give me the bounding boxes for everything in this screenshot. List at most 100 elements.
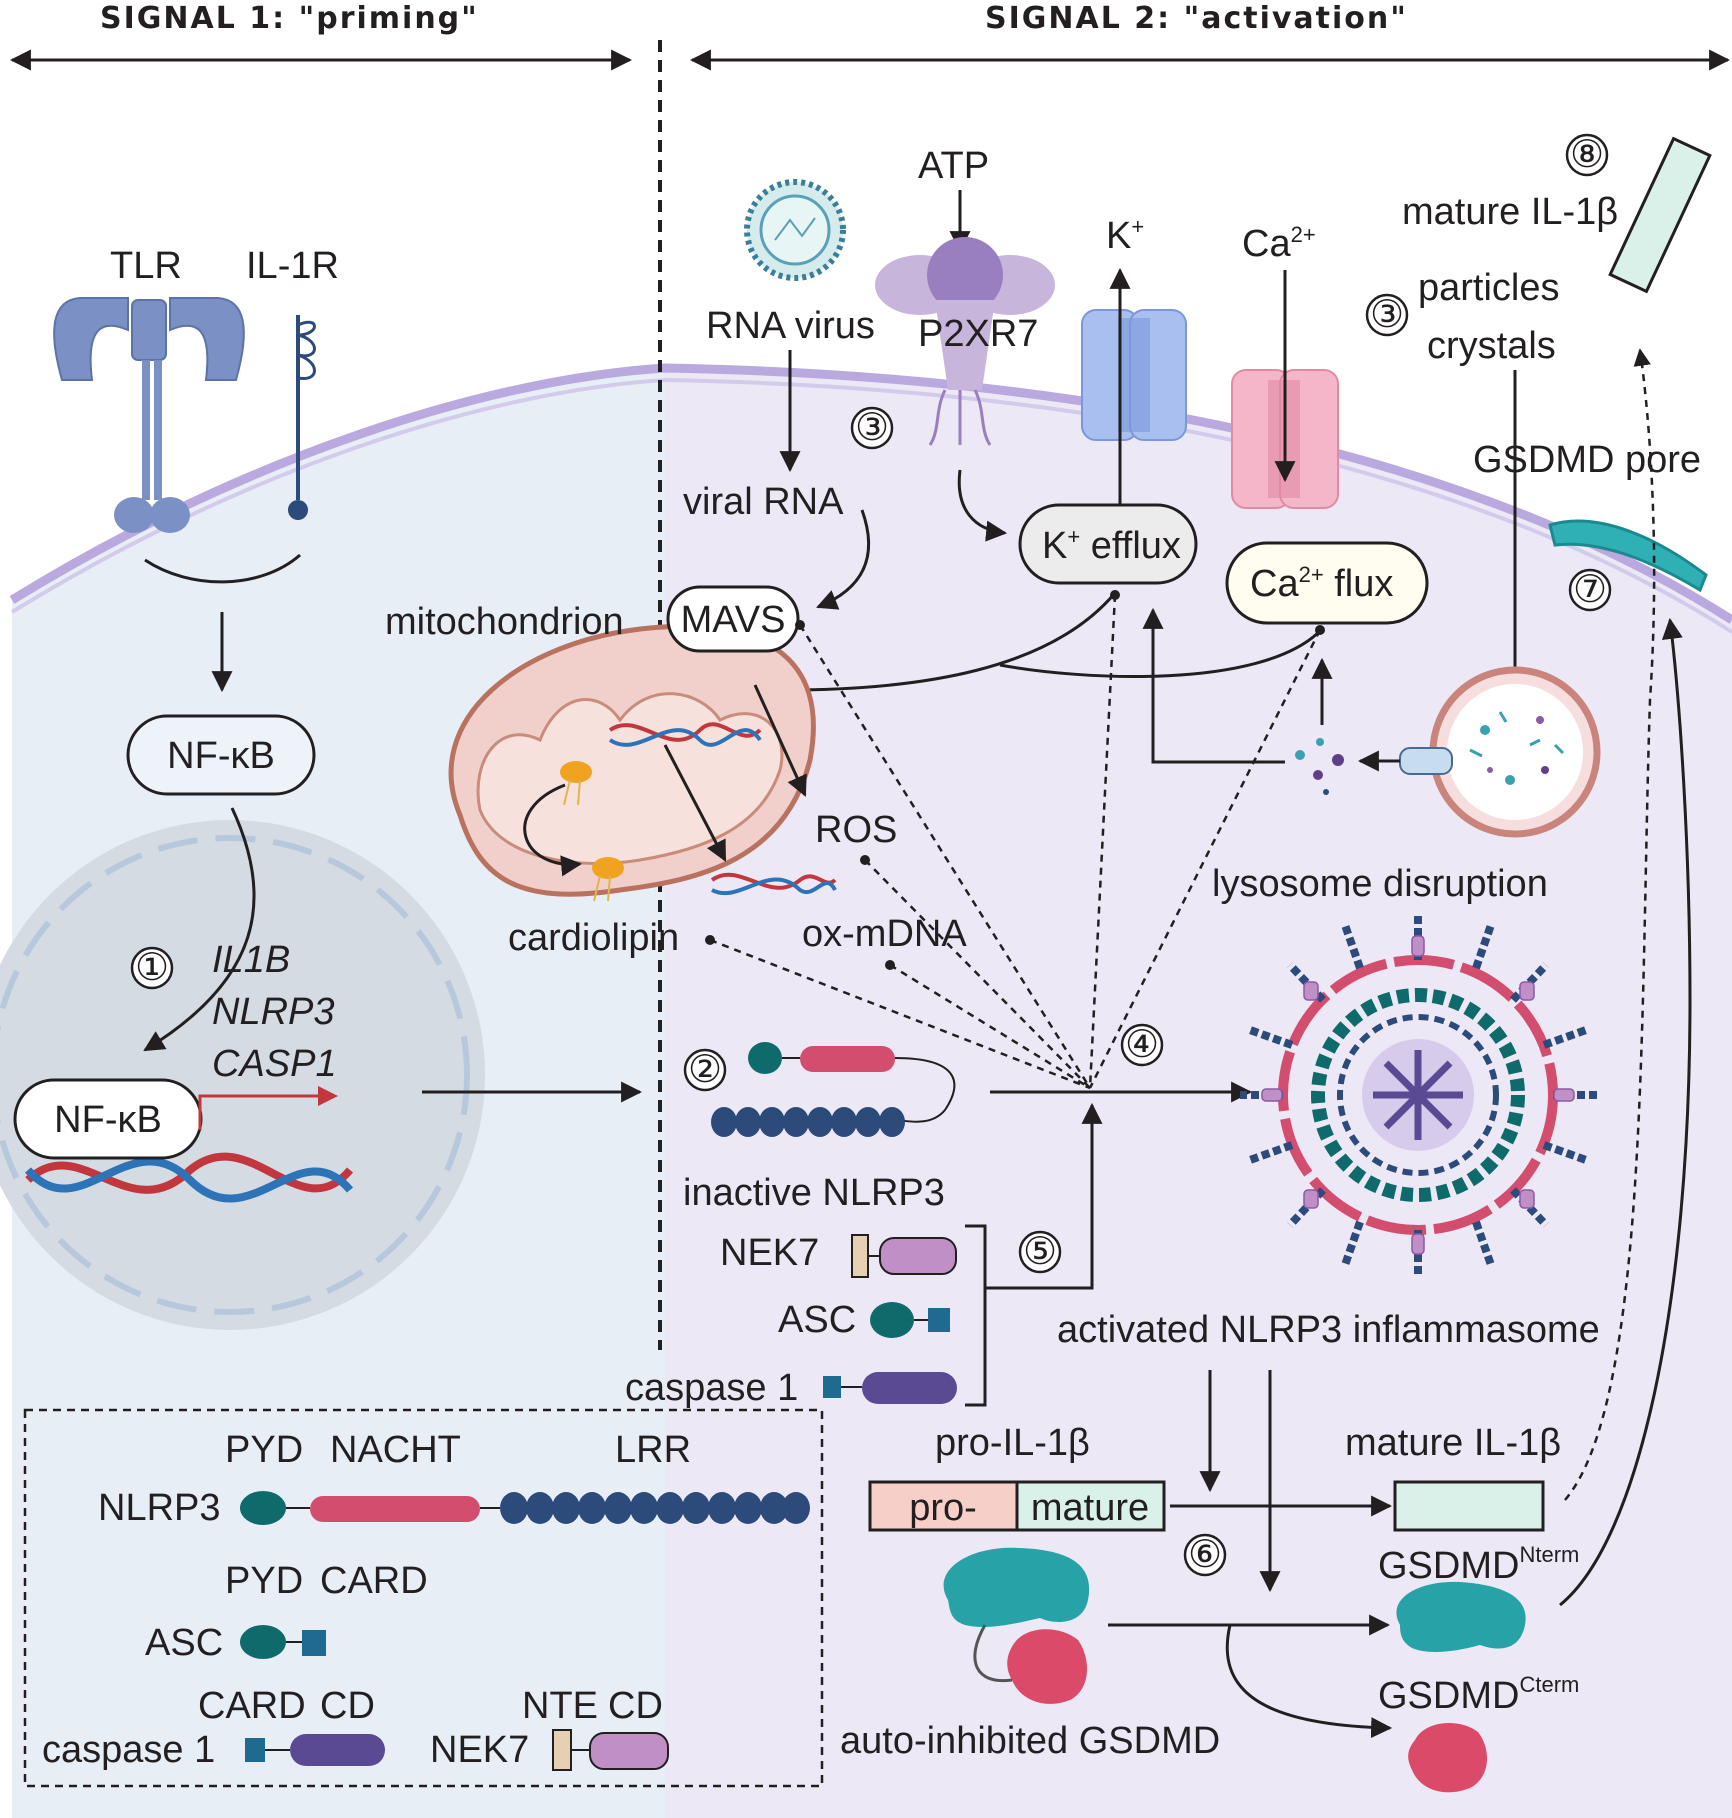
step3-virus-marker bbox=[850, 406, 894, 450]
nfkb-nucleus-label: NF-κB bbox=[54, 1099, 162, 1141]
rna-virus-label: RNA virus bbox=[706, 305, 875, 347]
step2-marker bbox=[683, 1048, 727, 1092]
pro-il1b-pro-segment bbox=[868, 1480, 1019, 1532]
pro-il1b-label: pro-IL-1β bbox=[935, 1422, 1090, 1464]
cell-membrane-inner bbox=[10, 377, 1732, 634]
legend-asc-pyd: PYD bbox=[225, 1560, 303, 1602]
gsdmd-autoinhibited-icon bbox=[943, 1547, 1090, 1704]
nek7-cd-domain bbox=[879, 1237, 957, 1275]
gsdmd-cterm-label: GSDMDCterm bbox=[1378, 1672, 1579, 1717]
signal2-title: SIGNAL 2: "activation" bbox=[985, 1, 1408, 36]
legend-casp1-card: CARD bbox=[198, 1685, 306, 1727]
arrow-gsdmd-to-pore bbox=[1559, 617, 1692, 1607]
casp1-cd-domain bbox=[862, 1372, 957, 1404]
step8-label: ⑧ bbox=[1570, 134, 1604, 176]
arrow-mavs-to-ros bbox=[753, 684, 807, 797]
gsdmd-nterm-sup: Nterm bbox=[1519, 1542, 1579, 1567]
arrow-cardiolipin-move bbox=[523, 783, 583, 877]
tlr-label: TLR bbox=[110, 245, 182, 287]
legend-asc: PYD CARD ASC bbox=[145, 1560, 428, 1664]
legend-asc-card: CARD bbox=[320, 1560, 428, 1602]
lysosome-label: lysosome disruption bbox=[1212, 863, 1548, 905]
arrow-flux-to-mito bbox=[782, 592, 1117, 701]
step6-marker bbox=[1183, 1533, 1227, 1577]
step5-marker bbox=[1018, 1230, 1062, 1274]
arrow-lysosome-to-k bbox=[1142, 607, 1285, 764]
pro-segment-label: pro- bbox=[909, 1487, 977, 1529]
step2-label: ② bbox=[688, 1049, 722, 1091]
step3-virus-label: ③ bbox=[855, 407, 889, 449]
asc-pyd-domain bbox=[870, 1302, 914, 1338]
nucleus bbox=[0, 820, 485, 1330]
gsdmd-pore-label: GSDMD pore bbox=[1473, 439, 1701, 481]
step3-particles-label: ③ bbox=[1370, 294, 1404, 336]
particles-label: particles bbox=[1418, 267, 1560, 309]
receptor-adaptor-curve bbox=[144, 553, 301, 584]
casp1-card-domain bbox=[823, 1376, 841, 1398]
inactive-nlrp3-label: inactive NLRP3 bbox=[683, 1172, 945, 1214]
p2xr7-label: P2XR7 bbox=[918, 313, 1038, 355]
step1-marker bbox=[130, 946, 174, 990]
legend-nek7-label: NEK7 bbox=[430, 1729, 529, 1771]
mature-il1b-icon bbox=[1393, 1480, 1545, 1532]
arrow-p2xr7-to-kefflux bbox=[957, 469, 1008, 542]
legend-casp1-cd: CD bbox=[320, 1685, 375, 1727]
mature-segment-label: mature bbox=[1031, 1487, 1149, 1529]
inactive-nlrp3-icon bbox=[711, 1042, 956, 1137]
il1r-label: IL-1R bbox=[246, 245, 339, 287]
pro-il1b-mature-segment bbox=[1015, 1480, 1166, 1532]
cardiolipin-label: cardiolipin bbox=[508, 917, 679, 959]
arrow-viral-rna-to-mavs bbox=[816, 509, 871, 610]
mavs-box bbox=[666, 585, 800, 653]
arrow-components-to-assembly bbox=[985, 1102, 1103, 1290]
legend-nlrp3-pyd: PYD bbox=[225, 1429, 303, 1471]
ros-label: ROS bbox=[815, 809, 897, 851]
gsdmd-cterm-sup: Cterm bbox=[1519, 1672, 1579, 1697]
signal1-header: SIGNAL 1: "priming" bbox=[9, 1, 633, 71]
legend-asc-label: ASC bbox=[145, 1622, 223, 1664]
legend-nlrp3-label: NLRP3 bbox=[98, 1487, 221, 1529]
gsdmd-nterm-label: GSDMDNterm bbox=[1378, 1542, 1579, 1587]
legend-nlrp3-nacht: NACHT bbox=[330, 1429, 461, 1471]
step4-marker bbox=[1120, 1023, 1164, 1067]
step5-label: ⑤ bbox=[1023, 1231, 1057, 1273]
gsdmd-pore-icon bbox=[1548, 519, 1708, 593]
legend-caspase1: CARD CD caspase 1 bbox=[42, 1685, 385, 1771]
asc-component-label: ASC bbox=[778, 1299, 856, 1341]
activated-inflammasome-label: activated NLRP3 inflammasome bbox=[1057, 1309, 1600, 1351]
k-efflux-box bbox=[1018, 503, 1198, 585]
lysosome-contents-released bbox=[1295, 738, 1344, 795]
gene-nlrp3: NLRP3 bbox=[212, 991, 335, 1033]
gene-il1b: IL1B bbox=[212, 939, 290, 981]
step1-label: ① bbox=[135, 947, 169, 989]
lysosome-icon bbox=[1429, 666, 1601, 838]
cell-membrane bbox=[9, 363, 1732, 624]
mature-il1b-top-label: mature IL-1β bbox=[1402, 191, 1618, 233]
ca-flux-box bbox=[1225, 541, 1429, 625]
gsdmd-autoinhibited-label: auto-inhibited GSDMD bbox=[840, 1720, 1220, 1762]
legend-box bbox=[23, 1408, 824, 1788]
nek7-nte-domain bbox=[851, 1234, 869, 1278]
connector-ca-to-mito bbox=[999, 629, 1322, 679]
nek7-component-label: NEK7 bbox=[720, 1232, 819, 1274]
step3-particles-marker bbox=[1365, 293, 1409, 337]
mature-il1b-label: mature IL-1β bbox=[1345, 1422, 1561, 1464]
lysosome-leak bbox=[1399, 747, 1453, 775]
arrow-il1b-release bbox=[1564, 348, 1656, 1501]
arrow-mtdna-oxidation bbox=[663, 744, 727, 862]
k-ion-sup: + bbox=[1131, 214, 1144, 239]
signal1-title: SIGNAL 1: "priming" bbox=[100, 1, 479, 36]
gsdmd-cterm-icon bbox=[1408, 1722, 1488, 1793]
asc-card-domain bbox=[928, 1308, 950, 1332]
gene-casp1: CASP1 bbox=[212, 1043, 337, 1085]
legend-nek7-cd: CD bbox=[608, 1685, 663, 1727]
ca-flux-label: Ca2+ flux bbox=[1250, 562, 1393, 605]
nfkb-cytoplasm-box bbox=[126, 714, 316, 796]
k-channel bbox=[1081, 309, 1187, 441]
signal2-header: SIGNAL 2: "activation" bbox=[689, 1, 1731, 71]
k-efflux-label: K+ efflux bbox=[1042, 524, 1181, 567]
rna-virus-icon bbox=[744, 179, 846, 281]
k-ion-label: K+ bbox=[1106, 214, 1144, 257]
crystals-label: crystals bbox=[1427, 325, 1556, 367]
